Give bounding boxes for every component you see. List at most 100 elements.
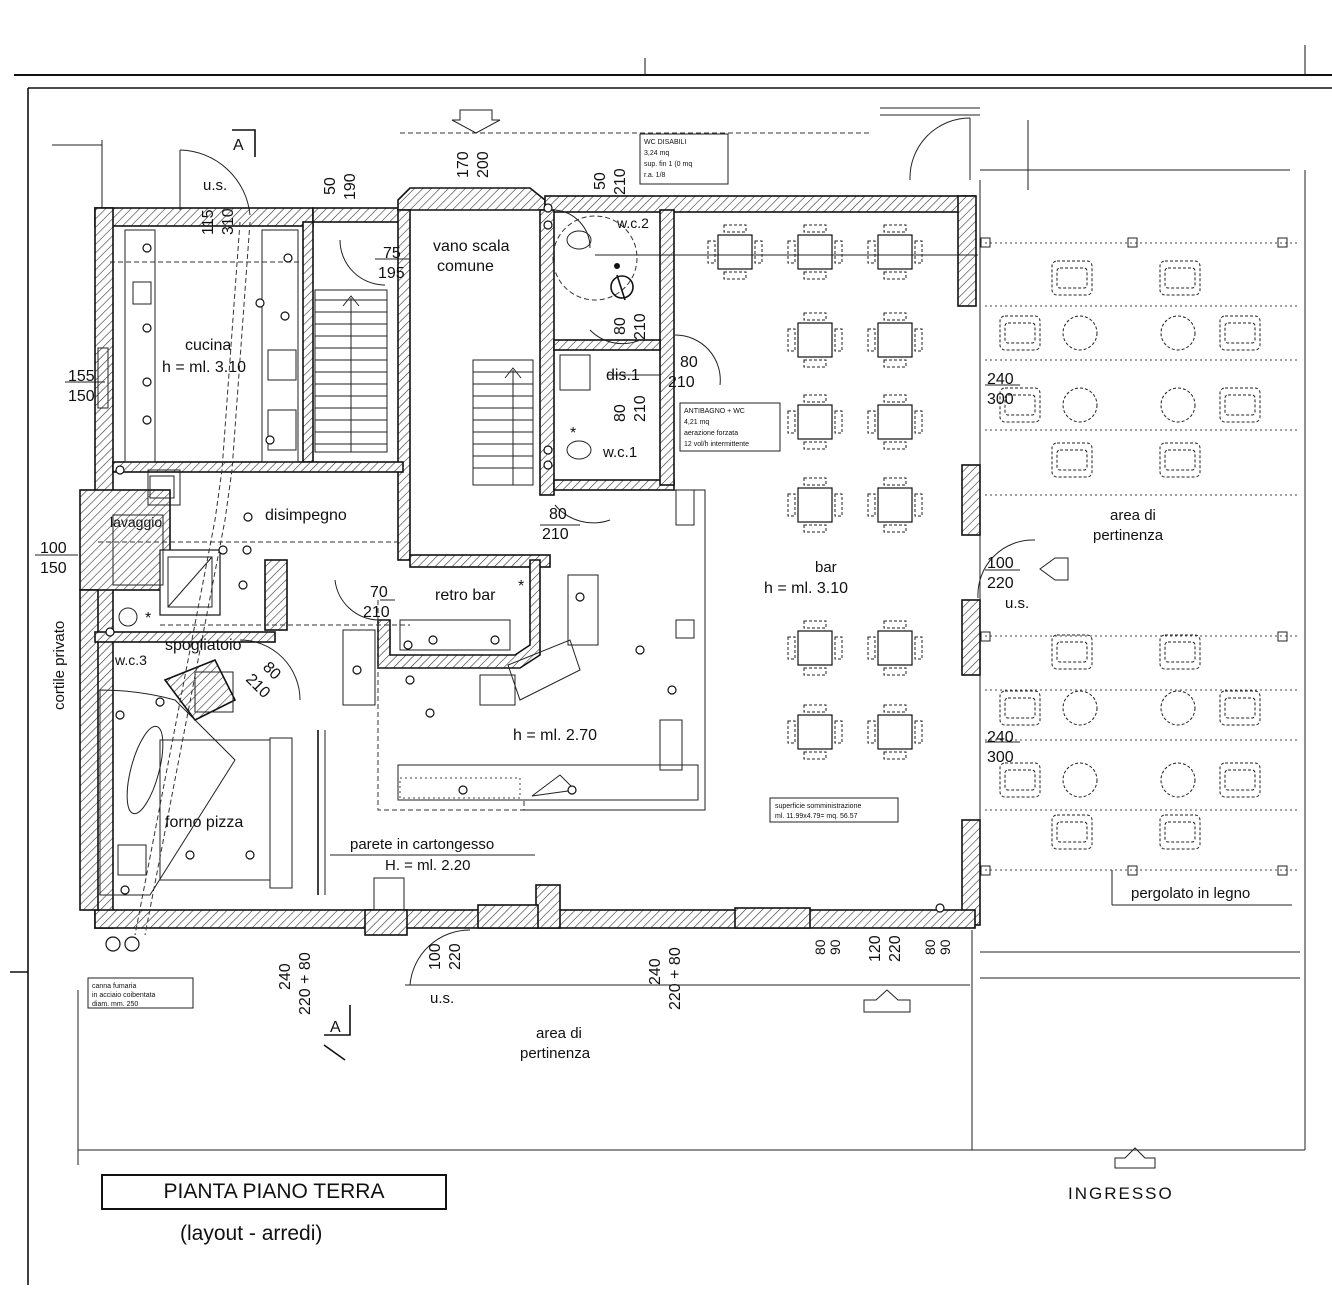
dim-210c: 210	[668, 374, 695, 391]
dim-210f: 210	[363, 604, 390, 621]
note-canna-3: diam. mm. 250	[92, 1001, 138, 1008]
dim-200: 200	[475, 151, 492, 178]
dim-195: 195	[378, 265, 405, 282]
dim-80a: 80	[612, 317, 629, 335]
dim-50a: 50	[322, 177, 339, 195]
arrows	[451, 107, 1156, 1169]
dim-80f: 80	[812, 939, 828, 955]
dim-310: 310	[220, 208, 237, 235]
label-parete-height: H. = ml. 2.20	[385, 857, 470, 874]
note-superficie-1: superficie somministrazione	[775, 803, 861, 810]
dim-190: 190	[342, 173, 359, 200]
dim-us-right: u.s.	[1005, 595, 1029, 612]
entrance-label: INGRESSO	[1068, 1184, 1174, 1203]
label-spogliatoio: spogliatoio	[165, 637, 242, 654]
dim-us-bottom: u.s.	[430, 990, 454, 1007]
label-pergolato: pergolato in legno	[1131, 885, 1250, 902]
dim-90a: 90	[827, 939, 843, 955]
dim-220p80b: 220 + 80	[667, 947, 684, 1010]
label-wc3: w.c.3	[114, 652, 147, 668]
dim-170: 170	[455, 151, 472, 178]
dim-210b: 210	[632, 313, 649, 340]
pizza-oven	[99, 671, 271, 896]
dim-100a: 100	[40, 540, 67, 557]
dim-240b: 240	[987, 729, 1014, 746]
section-markers	[232, 129, 351, 1061]
dim-220c: 220	[887, 935, 904, 962]
dim-120: 120	[867, 935, 884, 962]
note-antibagno-4: 12 vol/h intermittente	[684, 441, 749, 448]
dim-100c: 100	[427, 943, 444, 970]
dim-90b: 90	[937, 939, 953, 955]
dim-300a: 300	[987, 391, 1014, 408]
label-disimpegno: disimpegno	[265, 507, 347, 524]
label-cucina-height: h = ml. 3.10	[162, 359, 246, 376]
note-wc-disabili-1: WC DISABILI	[644, 139, 686, 146]
dim-210a: 210	[612, 168, 629, 195]
note-boxes	[87, 133, 899, 1009]
dim-75: 75	[383, 245, 401, 262]
dim-150b: 150	[40, 560, 67, 577]
room-labels: cucina h = ml. 3.10 lavaggio disimpegno …	[51, 137, 1250, 1062]
label-area-top-1: area di	[1110, 507, 1156, 524]
service-path	[98, 221, 978, 936]
dim-240a: 240	[987, 371, 1014, 388]
bar-tables	[707, 224, 923, 760]
drawing-subtitle: (layout - arredi)	[180, 1222, 323, 1245]
label-lavaggio: lavaggio	[110, 514, 162, 530]
wc-fixtures	[118, 215, 638, 627]
label-retro-bar: retro bar	[435, 587, 496, 604]
dim-210e: 210	[542, 526, 569, 543]
dim-us-top: u.s.	[203, 177, 227, 194]
asterisk-retro: *	[518, 578, 524, 595]
label-bar: bar	[815, 559, 837, 576]
label-parete: parete in cartongesso	[350, 836, 494, 853]
label-height-270: h = ml. 2.70	[513, 727, 597, 744]
label-dis1: dis.1	[606, 367, 640, 384]
note-wc-disabili-3: sup. fin 1 (0 mq	[644, 161, 692, 168]
interior-walls	[79, 209, 675, 911]
dim-100b: 100	[987, 555, 1014, 572]
section-mark-top: A	[233, 137, 244, 154]
dim-220b: 220	[447, 943, 464, 970]
pergola-grid	[980, 237, 1300, 906]
label-vano-scala: vano scala	[433, 238, 510, 255]
dim-220p80a: 220 + 80	[297, 952, 314, 1015]
arrow-up-icon	[863, 989, 911, 1013]
dim-150a: 150	[68, 388, 95, 405]
note-wc-disabili-2: 3,24 mq	[644, 150, 669, 157]
dim-220a: 220	[987, 575, 1014, 592]
fixture-markers	[105, 203, 945, 952]
arrow-left-icon	[1039, 557, 1069, 581]
label-forno-pizza: forno pizza	[165, 814, 243, 831]
note-superficie-2: ml. 11.99x4.79= mq. 56.57	[775, 813, 858, 820]
arrow-down-icon	[451, 109, 501, 134]
asterisk-wc1: *	[570, 425, 576, 442]
kitchen-counters	[97, 229, 299, 586]
label-area-top-2: pertinenza	[1093, 527, 1164, 544]
bar-counter	[342, 489, 706, 911]
dim-115: 115	[200, 209, 217, 235]
dim-210d: 210	[632, 395, 649, 422]
note-canna-1: canna fumaria	[92, 983, 136, 990]
section-mark-bottom: A	[330, 1019, 341, 1036]
dimension-labels: 170 200 50 190 50 210 u.s. 115 310 75 19…	[40, 151, 1029, 1015]
dim-80d: 80	[549, 506, 567, 523]
note-canna-2: in acciaio coibentata	[92, 992, 156, 999]
sheet-frame	[10, 45, 1332, 1285]
label-comune: comune	[437, 258, 494, 275]
dimension-lines	[35, 258, 1020, 856]
label-area-bottom-1: area di	[536, 1025, 582, 1042]
door-swings	[179, 117, 1036, 986]
dim-155: 155	[68, 368, 95, 385]
note-antibagno-2: 4,21 mq	[684, 419, 709, 426]
label-bar-height: h = ml. 3.10	[764, 580, 848, 597]
dim-70: 70	[370, 584, 388, 601]
dim-240d: 240	[647, 958, 664, 985]
note-wc-disabili-4: r.a. 1/8	[644, 172, 666, 179]
dim-80c: 80	[612, 404, 629, 422]
entrance-arrow-icon	[1114, 1147, 1156, 1169]
dim-240c: 240	[277, 963, 294, 990]
drawing-title: PIANTA PIANO TERRA	[101, 1174, 447, 1210]
